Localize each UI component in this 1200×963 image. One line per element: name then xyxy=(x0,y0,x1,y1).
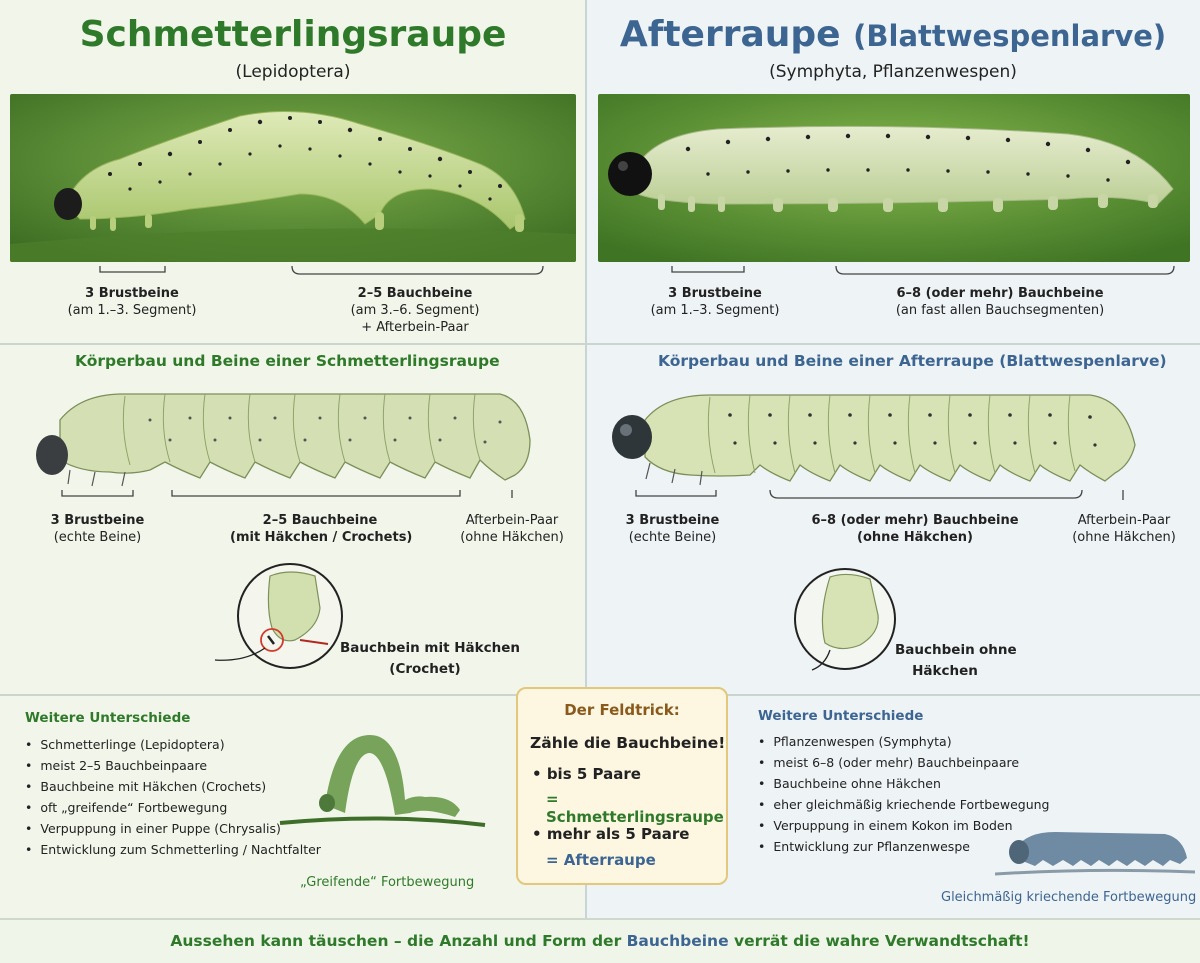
label-bold: 3 Brustbeine xyxy=(85,286,179,301)
label-bold: 6–8 (oder mehr) Bauchbeine xyxy=(896,286,1104,301)
label-line: + Afterbein-Paar xyxy=(361,320,469,335)
left-photo-label-thorax: 3 Brustbeine (am 1.–3. Segment) xyxy=(62,285,202,319)
label-line: Bauchbein mit Häkchen xyxy=(340,640,520,656)
label-bold: 3 Brustbeine xyxy=(668,286,762,301)
right-photo-label-prolegs: 6–8 (oder mehr) Bauchbeine (an fast alle… xyxy=(880,285,1120,319)
right-title: Afterraupe (Blattwespenlarve) xyxy=(586,14,1200,55)
proleg-with-crochet-detail xyxy=(214,563,343,669)
list-item: Verpuppung in einem Kokon im Boden xyxy=(758,815,1049,836)
footer-text-2: Bauchbeine xyxy=(626,932,729,950)
label-line: (am 1.–3. Segment) xyxy=(650,303,780,318)
left-anatomy-label-anal-proleg: Afterbein-Paar (ohne Häkchen) xyxy=(452,512,572,546)
list-item: Bauchbeine mit Häkchen (Crochets) xyxy=(25,776,321,797)
trick-case-2-text: mehr als 5 Paare xyxy=(546,825,690,843)
right-anatomy-title: Körperbau und Beine einer Afterraupe (Bl… xyxy=(658,352,1167,370)
right-subtitle: (Symphyta, Pflanzenwespen) xyxy=(769,62,1017,82)
caterpillar-illustration xyxy=(36,393,531,487)
footer-banner: Aussehen kann täuschen – die Anzahl und … xyxy=(0,918,1200,963)
label-line: (Crochet) xyxy=(389,661,461,677)
label-word: Häkchen xyxy=(912,663,978,679)
footer-text-3: verrät die wahre Verwandtschaft! xyxy=(728,932,1030,950)
right-motion-caption: Gleichmäßig kriechende Fortbewegung xyxy=(941,890,1197,905)
sawfly-larva-illustration xyxy=(612,394,1136,486)
right-title-main: Afterraupe xyxy=(619,14,841,55)
trick-case-1-text: bis 5 Paare xyxy=(546,765,641,783)
list-item: Schmetterlinge (Lepidoptera) xyxy=(25,734,321,755)
label-line: (ohne Häkchen) xyxy=(1072,530,1176,545)
right-anatomy-label-anal-proleg: Afterbein-Paar (ohne Häkchen) xyxy=(1064,512,1184,546)
label-line: (ohne Häkchen) xyxy=(857,530,973,545)
trick-case-1: • bis 5 Paare xyxy=(532,765,641,783)
left-motion-caption: „Greifende“ Fortbewegung xyxy=(300,875,475,890)
left-more-list: Schmetterlinge (Lepidoptera) meist 2–5 B… xyxy=(25,734,321,860)
label-bold: Afterbein-Paar xyxy=(465,513,559,528)
left-detail-label: Bauchbein mit Häkchen (Crochet) xyxy=(340,638,520,680)
list-item: eher gleichmäßig kriechende Fortbewegung xyxy=(758,794,1049,815)
label-bold: 2–5 Bauchbeine xyxy=(357,286,473,301)
right-title-paren: (Blattwespenlarve) xyxy=(853,19,1167,53)
left-photo-label-prolegs: 2–5 Bauchbeine (am 3.–6. Segment) + Afte… xyxy=(330,285,500,336)
label-line: (echte Beine) xyxy=(53,530,142,545)
list-item: Entwicklung zur Pflanzenwespe xyxy=(758,836,1049,857)
left-anatomy-label-thorax: 3 Brustbeine (echte Beine) xyxy=(40,512,155,546)
label-bold: 3 Brustbeine xyxy=(50,513,145,528)
left-anatomy-brackets xyxy=(61,490,513,498)
label-bold: Afterbein-Paar xyxy=(1077,513,1171,528)
right-more-title: Weitere Unterschiede xyxy=(758,708,924,724)
list-item: meist 6–8 (oder mehr) Bauchbeinpaare xyxy=(758,752,1049,773)
list-item: meist 2–5 Bauchbeinpaare xyxy=(25,755,321,776)
label-line: (an fast allen Bauchsegmenten) xyxy=(895,303,1105,318)
right-detail-label: Bauchbein ohne Häkchen xyxy=(895,640,1017,682)
trick-result-2: = Afterraupe xyxy=(546,851,656,869)
label-line: (am 1.–3. Segment) xyxy=(67,303,197,318)
left-more-title: Weitere Unterschiede xyxy=(25,710,191,726)
label-line: (echte Beine) xyxy=(628,530,717,545)
right-anatomy-brackets xyxy=(635,489,1124,500)
trick-title: Der Feldtrick: xyxy=(564,701,680,719)
row-divider-1 xyxy=(0,343,1200,345)
looping-caterpillar-illustration xyxy=(279,735,486,827)
trick-question: Zähle die Bauchbeine! xyxy=(530,734,726,752)
list-item: Entwicklung zum Schmetterling / Nachtfal… xyxy=(25,839,321,860)
left-anatomy-label-prolegs: 2–5 Bauchbeine (mit Häkchen / Crochets) xyxy=(230,512,413,546)
right-photo-brackets xyxy=(671,265,1175,275)
list-item: Pflanzenwespen (Symphyta) xyxy=(758,731,1049,752)
field-trick-box: Der Feldtrick: Zähle die Bauchbeine! • b… xyxy=(516,687,728,885)
label-line: (ohne Häkchen) xyxy=(460,530,564,545)
left-subtitle: (Lepidoptera) xyxy=(235,62,351,82)
caterpillar-photo xyxy=(10,94,576,262)
left-photo-brackets xyxy=(99,265,544,275)
footer-text-1: Aussehen kann täuschen – die Anzahl und … xyxy=(170,932,627,950)
label-word: Bauchbein xyxy=(895,642,975,658)
list-item: Bauchbeine ohne Häkchen xyxy=(758,773,1049,794)
right-anatomy-label-thorax: 3 Brustbeine (echte Beine) xyxy=(615,512,730,546)
proleg-without-crochet-detail xyxy=(794,568,896,671)
list-item: oft „greifende“ Fortbewegung xyxy=(25,797,321,818)
column-divider xyxy=(585,0,587,918)
crawling-larva-illustration xyxy=(995,832,1195,876)
sawfly-larva-photo xyxy=(598,94,1190,262)
right-anatomy-label-prolegs: 6–8 (oder mehr) Bauchbeine (ohne Häkchen… xyxy=(800,512,1030,546)
left-title: Schmetterlingsraupe xyxy=(79,14,507,55)
label-line: (am 3.–6. Segment) xyxy=(350,303,480,318)
left-anatomy-title: Körperbau und Beine einer Schmetterlings… xyxy=(75,352,500,370)
label-bold: 6–8 (oder mehr) Bauchbeine xyxy=(811,513,1019,528)
trick-case-2: • mehr als 5 Paare xyxy=(532,825,690,843)
label-bold: 2–5 Bauchbeine xyxy=(262,513,378,528)
right-photo-label-thorax: 3 Brustbeine (am 1.–3. Segment) xyxy=(645,285,785,319)
label-word: ohne xyxy=(978,642,1017,658)
label-line: (mit Häkchen / Crochets) xyxy=(230,530,413,545)
trick-result-1: = Schmetterlingsraupe xyxy=(546,790,724,826)
list-item: Verpuppung in einer Puppe (Chrysalis) xyxy=(25,818,321,839)
right-more-list: Pflanzenwespen (Symphyta) meist 6–8 (ode… xyxy=(758,731,1049,857)
label-bold: 3 Brustbeine xyxy=(625,513,720,528)
